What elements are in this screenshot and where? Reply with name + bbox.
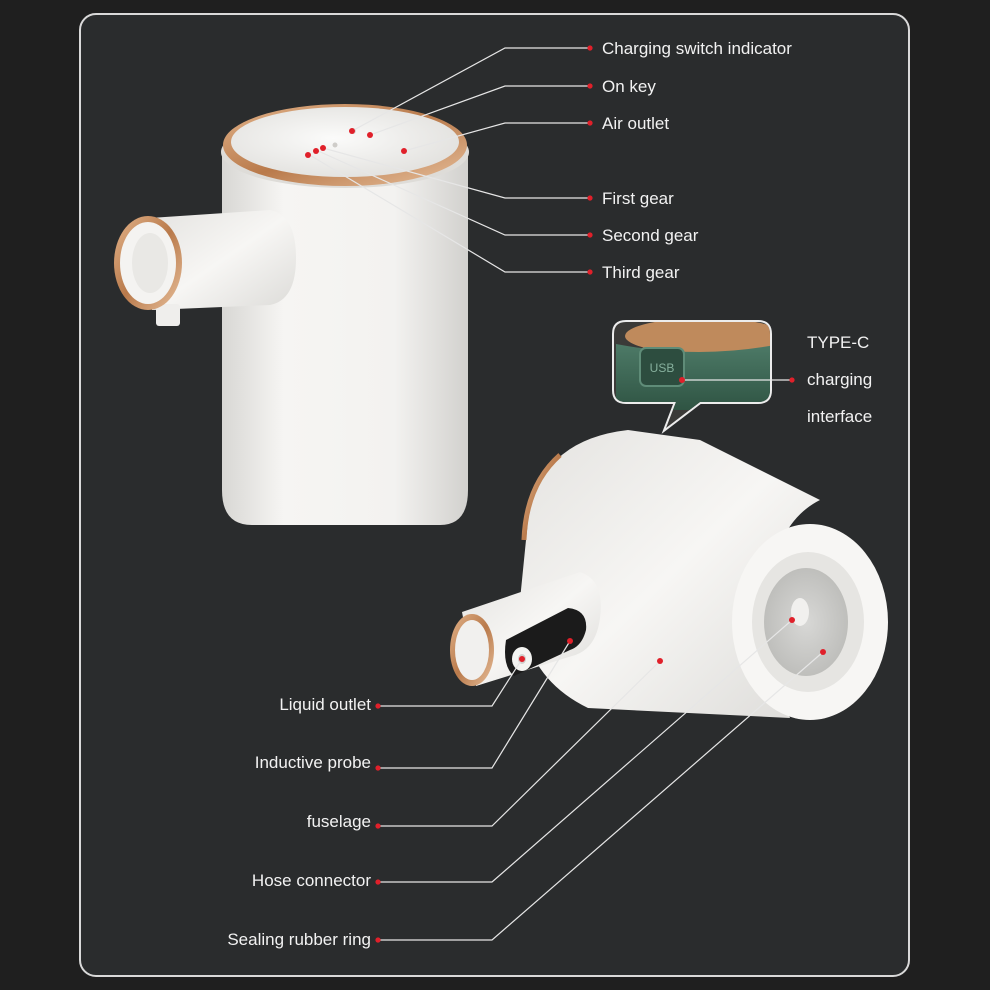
usb-port-text: USB [650, 361, 675, 375]
device-upright [114, 104, 469, 525]
leader-inductive-probe [378, 640, 571, 769]
leader-second-gear [315, 149, 590, 236]
label-typec-line3: interface [807, 407, 873, 426]
leader-hose-connector [378, 619, 793, 883]
label-liquid-outlet: Liquid outlet [279, 695, 371, 714]
top-cap [231, 107, 459, 177]
leader-charging-switch [351, 47, 590, 132]
device-horizontal [450, 430, 888, 720]
label-third-gear: Third gear [602, 263, 680, 282]
leader-first-gear [322, 147, 590, 199]
label-air-outlet: Air outlet [602, 114, 670, 133]
liquid-tip [156, 304, 180, 326]
label-second-gear: Second gear [602, 226, 699, 245]
top-leader-dots [305, 45, 795, 383]
bottom-leaders [378, 619, 824, 941]
label-charging-switch-indicator: Charging switch indicator [602, 39, 792, 58]
device-upright-body [222, 148, 468, 525]
leader-sealing-ring [378, 651, 824, 941]
leader-air-outlet [403, 122, 590, 152]
typec-callout: USB [612, 320, 772, 434]
label-inductive-probe: Inductive probe [254, 753, 371, 772]
leader-third-gear [307, 153, 590, 273]
device-upright-spout [150, 210, 296, 310]
label-on-key: On key [602, 77, 656, 96]
usb-port [639, 347, 685, 387]
top-leaders [307, 47, 792, 381]
label-first-gear: First gear [602, 189, 674, 208]
bottom-leader-dots [375, 617, 826, 943]
leader-on-key [369, 85, 590, 136]
label-sealing-rubber-ring: Sealing rubber ring [227, 930, 371, 949]
label-typec-line2: charging [807, 370, 873, 389]
label-typec-line1: TYPE-C [807, 333, 870, 352]
label-fuselage: fuselage [306, 812, 371, 831]
label-hose-connector: Hose connector [251, 871, 371, 890]
leader-liquid-outlet [378, 658, 523, 707]
leader-fuselage [378, 660, 661, 827]
